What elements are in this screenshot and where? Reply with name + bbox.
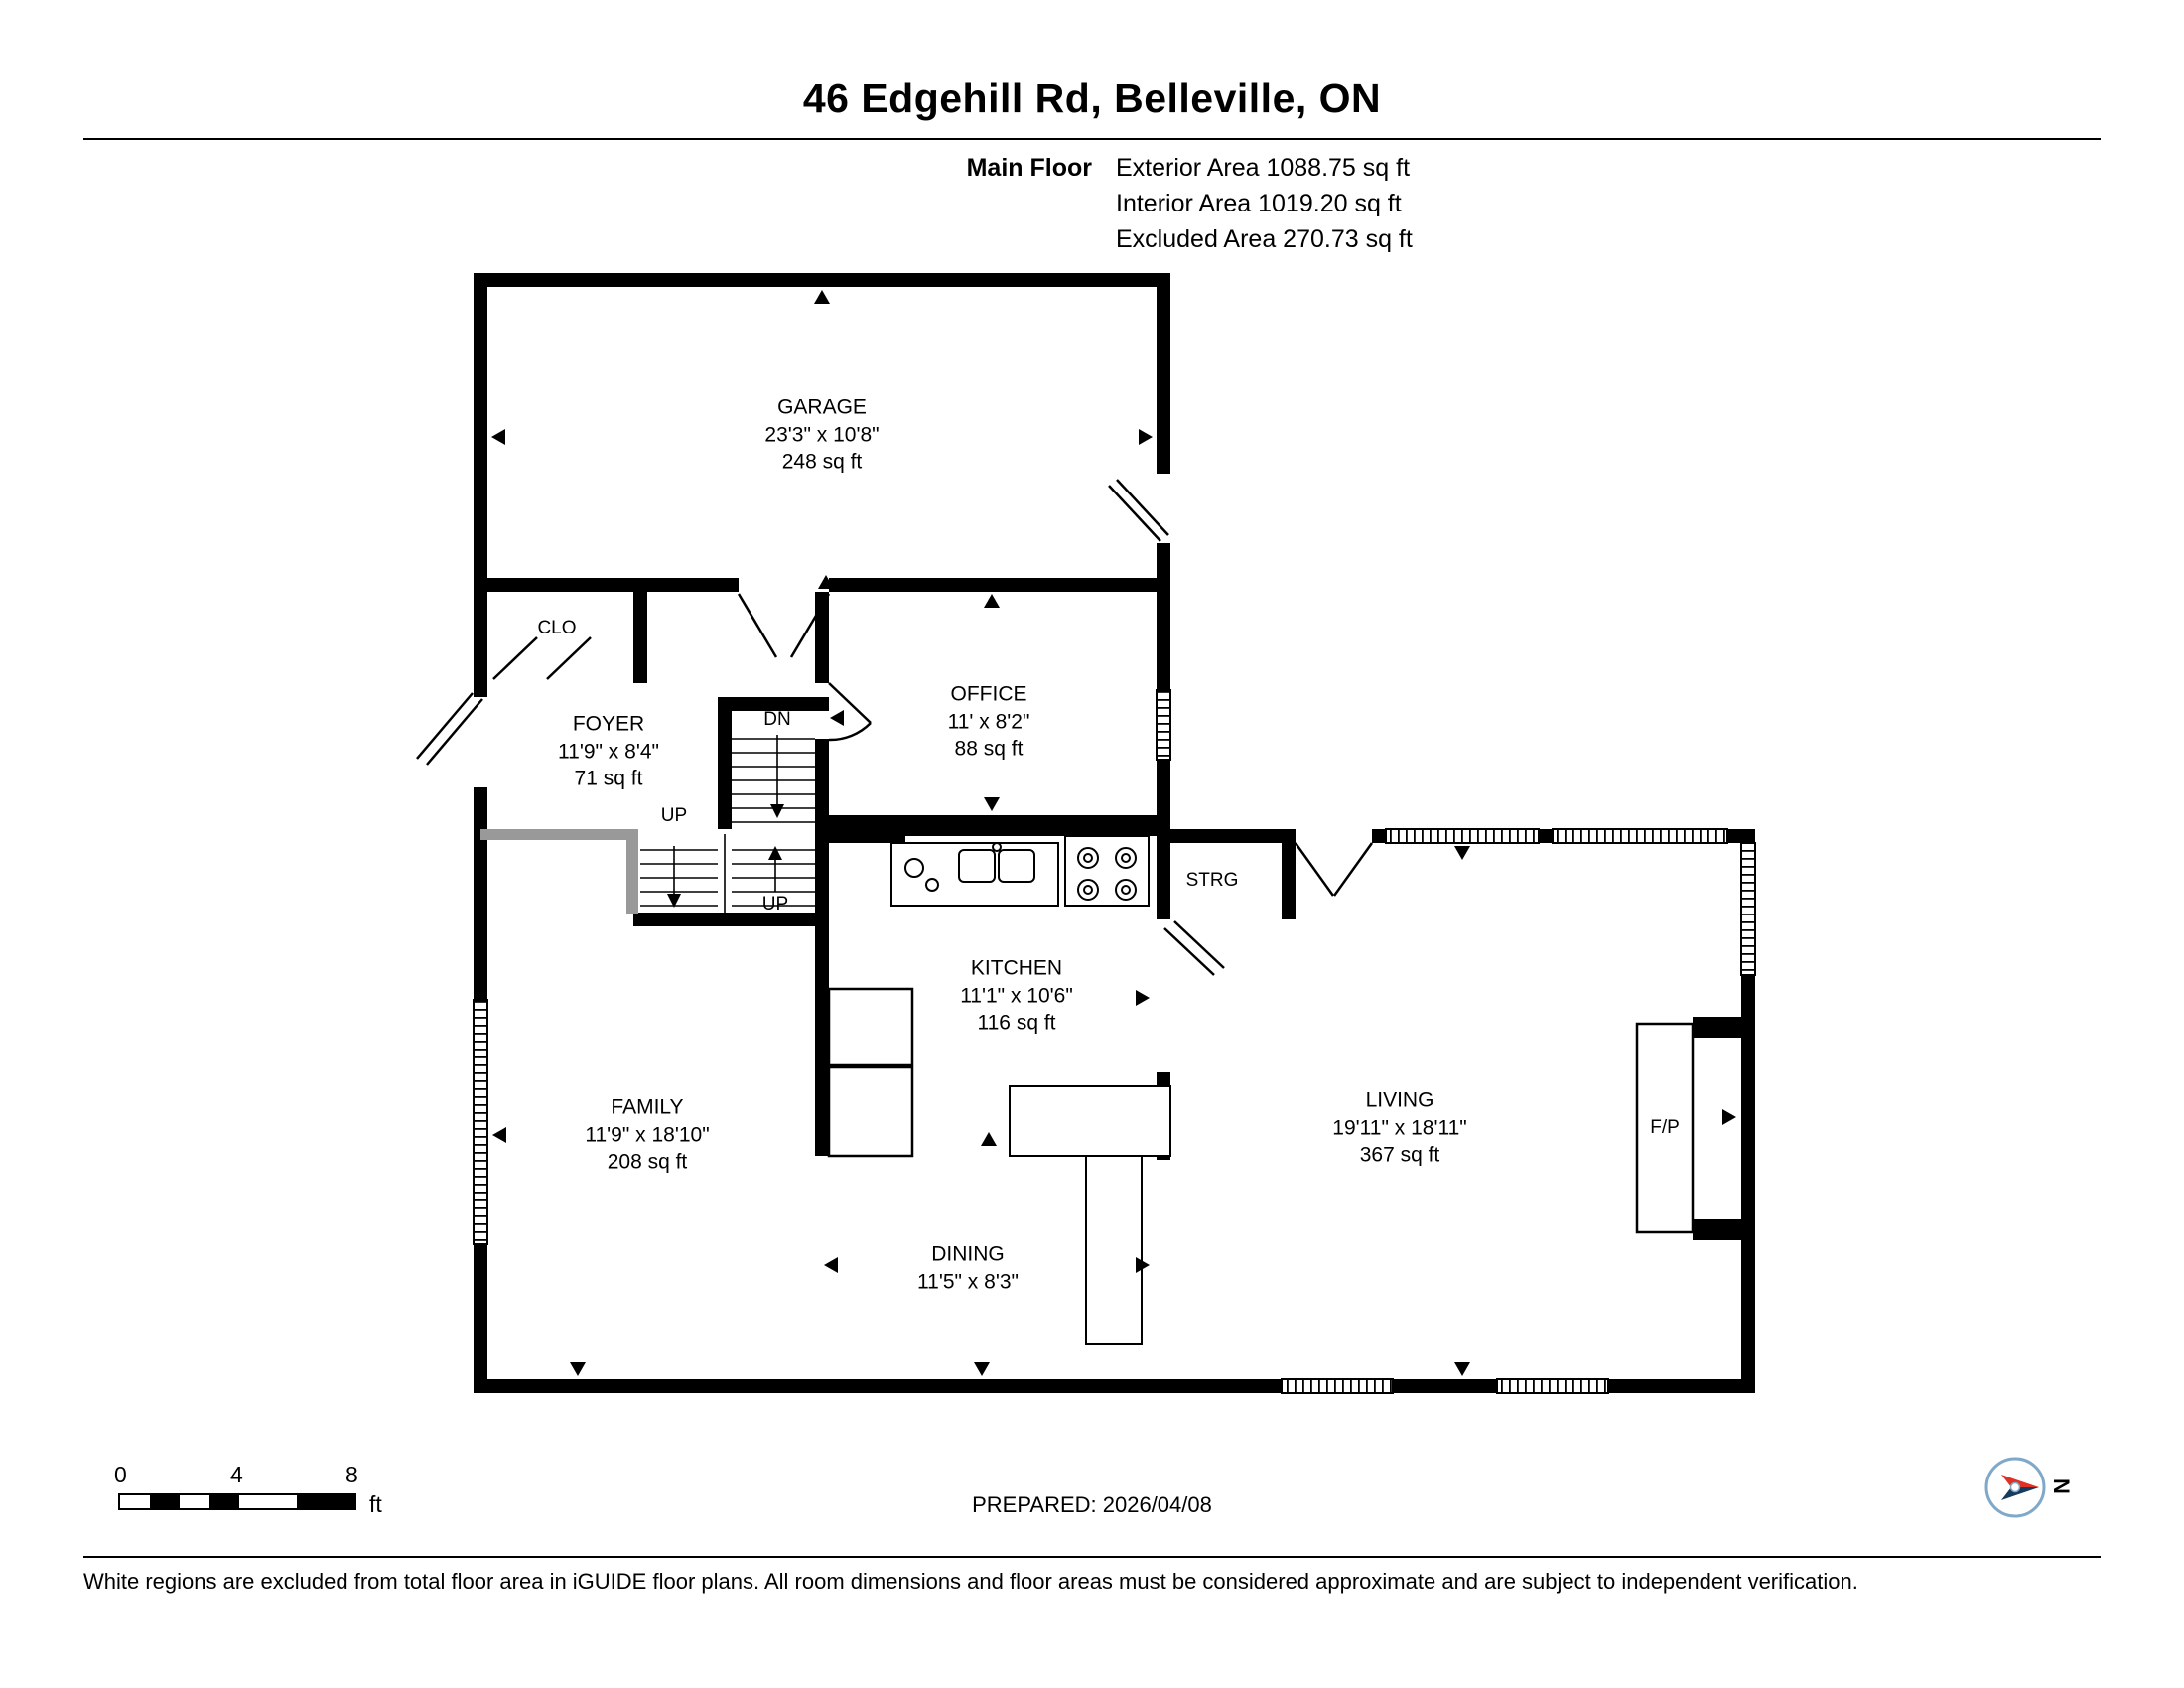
compass-icon [1984,1457,2046,1518]
footer-rule [83,1556,2101,1558]
room-label-garage: GARAGE 23'3" x 10'8" 248 sq ft [764,395,880,474]
floor-label: Main Floor [966,154,1092,182]
header-rule [83,138,2101,140]
stairs-down-label: DN [763,709,791,730]
stairs-up-label-2: UP [761,894,789,914]
stairs-up-label: UP [660,805,688,826]
scale-tick-0: 0 [114,1462,127,1487]
room-label-family: FAMILY 11'9" x 18'10" 208 sq ft [585,1095,710,1174]
room-label-closet: CLO [537,618,577,638]
exterior-area: Exterior Area 1088.75 sq ft [1116,154,1411,182]
disclaimer-text: White regions are excluded from total fl… [83,1569,1858,1594]
room-label-dining: DINING 11'5" x 8'3" [917,1242,1019,1293]
scale-tick-4: 4 [230,1462,243,1487]
interior-area: Interior Area 1019.20 sq ft [1116,190,1402,217]
page-title: 46 Edgehill Rd, Belleville, ON [802,75,1382,121]
prepared-date: PREPARED: 2026/04/08 [972,1492,1212,1517]
room-label-storage: STRG [1185,870,1239,891]
room-label-foyer: FOYER 11'9" x 8'4" 71 sq ft [558,712,659,790]
excluded-area: Excluded Area 270.73 sq ft [1116,225,1413,253]
scale-unit-label: ft [369,1491,382,1517]
compass-north-label: N [2048,1478,2074,1494]
fireplace-label: F/P [1650,1117,1680,1138]
room-label-living: LIVING 19'11" x 18'11" 367 sq ft [1332,1088,1467,1167]
scale-tick-8: 8 [345,1462,358,1487]
room-label-office: OFFICE 11' x 8'2" 88 sq ft [947,682,1030,761]
scale-bar [118,1493,356,1510]
room-label-kitchen: KITCHEN 11'1" x 10'6" 116 sq ft [960,956,1073,1035]
